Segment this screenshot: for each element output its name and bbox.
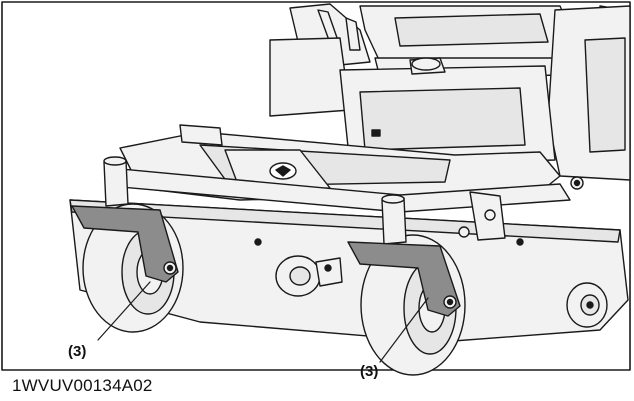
callout-label-right: (3) — [360, 363, 379, 380]
leader-line-right — [379, 297, 429, 363]
caster-right — [347, 194, 466, 376]
figure-id-label: 1WVUV00134A02 — [12, 376, 153, 395]
side-panel — [547, 5, 631, 190]
figure-border — [1, 1, 631, 371]
caster-left — [71, 156, 184, 333]
mower-deck — [69, 191, 629, 343]
leader-line-left — [97, 281, 151, 341]
callout-label-left: (3) — [68, 343, 87, 360]
gauge-wheel-center — [275, 255, 343, 297]
chassis — [269, 37, 556, 167]
gauge-wheel-right — [566, 282, 608, 328]
